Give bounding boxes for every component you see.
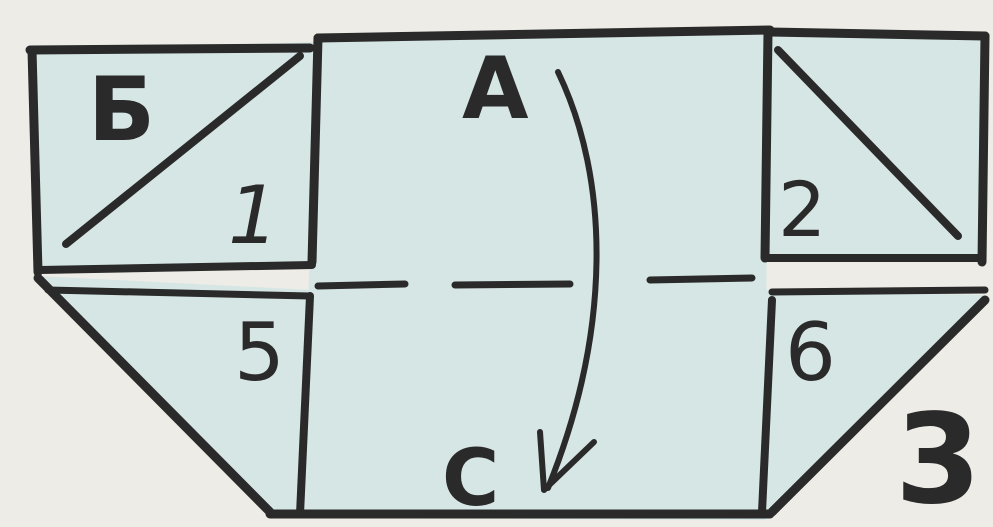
center-left-edge (307, 33, 323, 267)
lower-right-vertical (758, 296, 776, 516)
label-top-left-panel: Б (88, 58, 155, 161)
paper-regions (30, 28, 985, 520)
top-edge-left (25, 43, 315, 55)
fold-arrow (537, 69, 600, 493)
center-panel (300, 28, 768, 520)
flap-5-top-line (44, 286, 314, 300)
flap-6-top-line (768, 286, 989, 296)
right-edge (977, 31, 990, 267)
lower-left-vertical (296, 292, 314, 518)
bottom-left-diagonal (33, 273, 275, 517)
label-center-bottom: C (442, 434, 499, 524)
dashed-fold-segment-2 (451, 280, 574, 289)
left-panel-bottom-line (36, 261, 316, 274)
bottom-right-flap (762, 290, 985, 515)
bottom-left-flap (38, 276, 312, 518)
bottom-right-diagonal (767, 295, 990, 517)
dashed-fold-segment-1 (314, 280, 409, 290)
dashed-fold-segment-3 (646, 274, 756, 284)
fold-arrow-head (537, 429, 597, 493)
fold-arrow-curve (545, 69, 600, 491)
label-flap-1: 1 (228, 169, 279, 262)
top-edge-right (765, 27, 990, 41)
label-flap-6: 6 (785, 306, 836, 399)
label-center-top: A (462, 39, 529, 139)
labels: Б A C 1 2 5 6 3 (88, 39, 981, 527)
fold-lines (36, 46, 989, 300)
label-flap-5: 5 (234, 306, 285, 399)
label-step-number: 3 (895, 388, 981, 527)
center-right-edge (760, 27, 773, 263)
label-flap-2: 2 (778, 165, 826, 254)
right-panel-diagonal (774, 46, 962, 240)
left-edge (27, 45, 43, 277)
top-edge-center (313, 25, 775, 43)
outline-lines (25, 25, 990, 519)
left-panel-diagonal (62, 52, 304, 248)
